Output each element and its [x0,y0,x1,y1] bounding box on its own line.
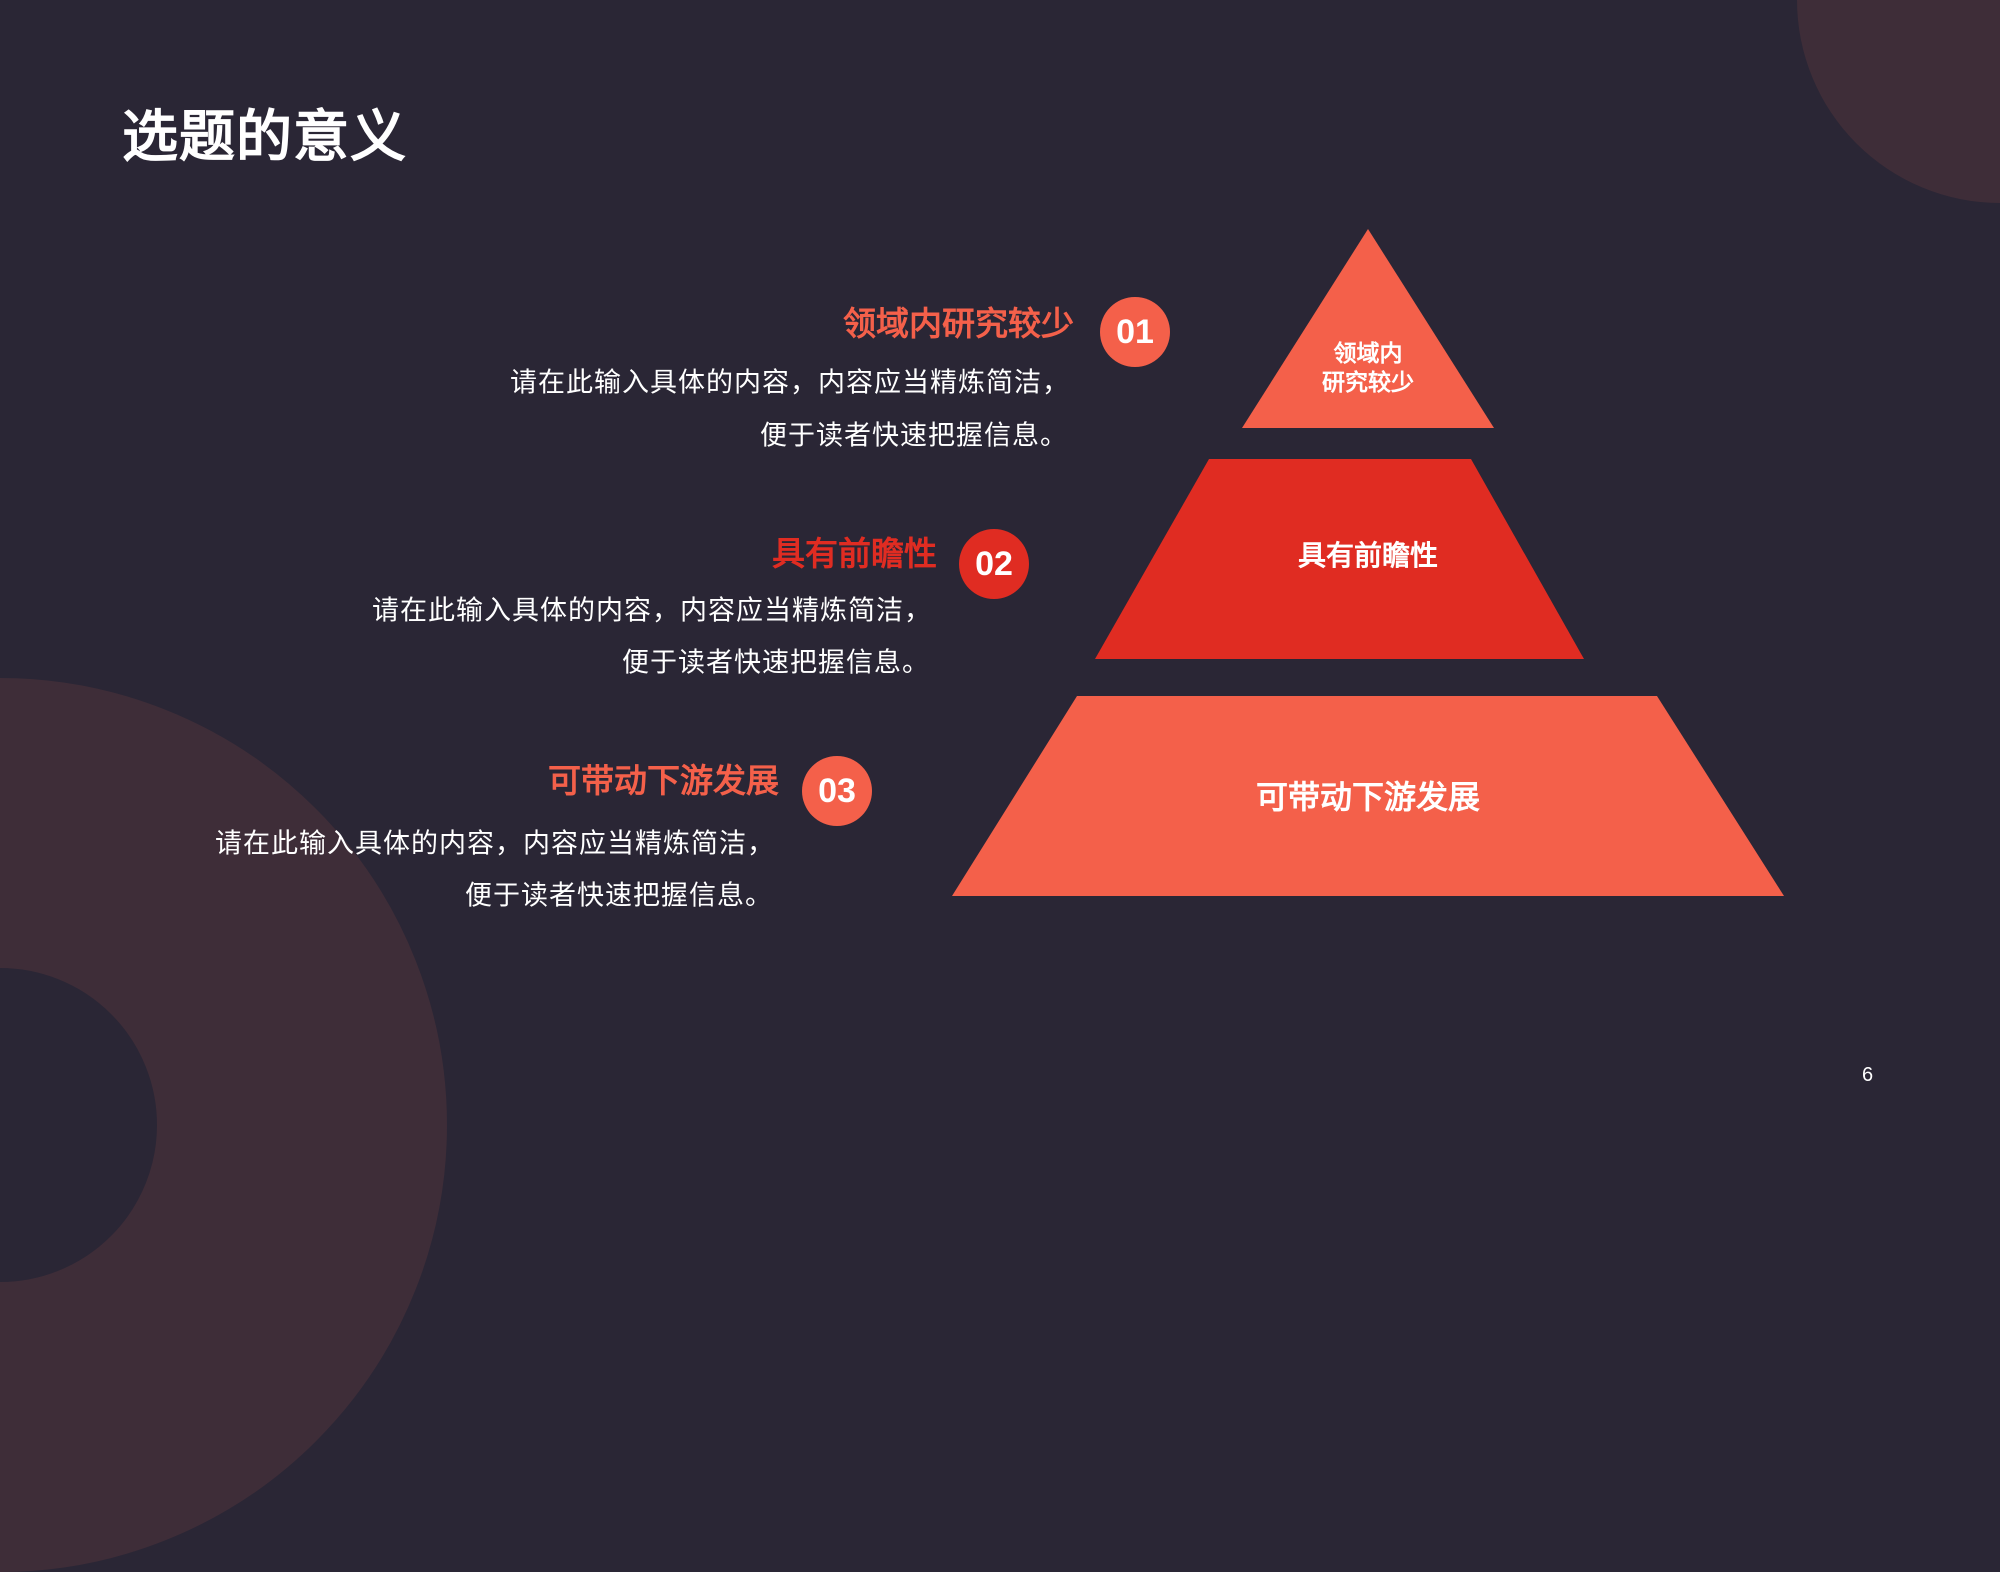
item-3-body-line-1: 请在此输入具体的内容，内容应当精炼简洁， [215,828,775,860]
item-2-number-badge: 02 [959,529,1029,599]
pyramid-bottom-label: 可带动下游发展 [1255,778,1481,816]
item-1-number-badge: 01 [1100,297,1170,367]
pyramid-middle-tier [1095,459,1584,659]
item-3-body-line-2: 便于读者快速把握信息。 [465,880,773,912]
item-2-heading: 具有前瞻性 [772,534,937,573]
pyramid-middle-label: 具有前瞻性 [1297,539,1439,572]
pyramid-top-label-line-1: 领域内 [1333,341,1403,367]
pyramid-diagram [952,229,1784,896]
pyramid-top-label-line-2: 研究较少 [1322,370,1414,396]
item-3-heading: 可带动下游发展 [548,761,779,800]
slide-title: 选题的意义 [122,105,407,170]
pyramid-bottom-tier [952,696,1784,896]
page-number: 6 [1862,1064,1874,1086]
item-1-body-line-2: 便于读者快速把握信息。 [760,420,1068,452]
item-2-body-line-1: 请在此输入具体的内容，内容应当精炼简洁， [372,595,932,627]
item-1-heading: 领域内研究较少 [843,304,1074,343]
item-3-number-badge: 03 [802,756,872,826]
item-2-body-line-2: 便于读者快速把握信息。 [622,647,930,679]
pyramid-top-tier [1242,229,1494,428]
item-1-body-line-1: 请在此输入具体的内容，内容应当精炼简洁， [510,367,1070,399]
pyramid-top-label: 领域内 研究较少 [1322,340,1414,398]
